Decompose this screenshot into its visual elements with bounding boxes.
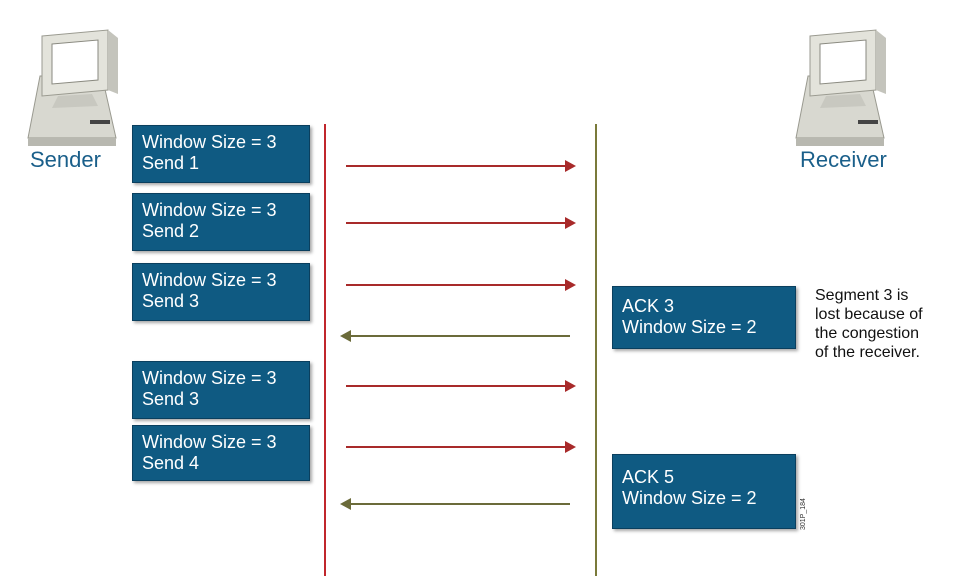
ack-arrow — [340, 498, 570, 510]
arrowhead-icon — [565, 217, 576, 229]
figure-code: 301P_184 — [800, 498, 807, 530]
segment-arrow — [346, 217, 576, 229]
sender-computer-icon — [22, 28, 122, 153]
segment-arrow — [346, 279, 576, 291]
arrowhead-icon — [340, 498, 351, 510]
ack-arrow — [340, 330, 570, 342]
arrowhead-icon — [565, 380, 576, 392]
arrowhead-icon — [565, 441, 576, 453]
segment-arrow — [346, 441, 576, 453]
sender-label: Sender — [30, 147, 101, 172]
arrowhead-icon — [565, 160, 576, 172]
loss-note: Segment 3 is lost because of the congest… — [815, 287, 923, 361]
sender-timeline — [324, 124, 326, 576]
segment-arrow — [346, 380, 576, 392]
receiver-computer-icon — [790, 28, 890, 153]
receiver-label: Receiver — [800, 147, 887, 172]
receiver-timeline — [595, 124, 597, 576]
arrowhead-icon — [340, 330, 351, 342]
arrowhead-icon — [565, 279, 576, 291]
segment-arrow — [346, 160, 576, 172]
